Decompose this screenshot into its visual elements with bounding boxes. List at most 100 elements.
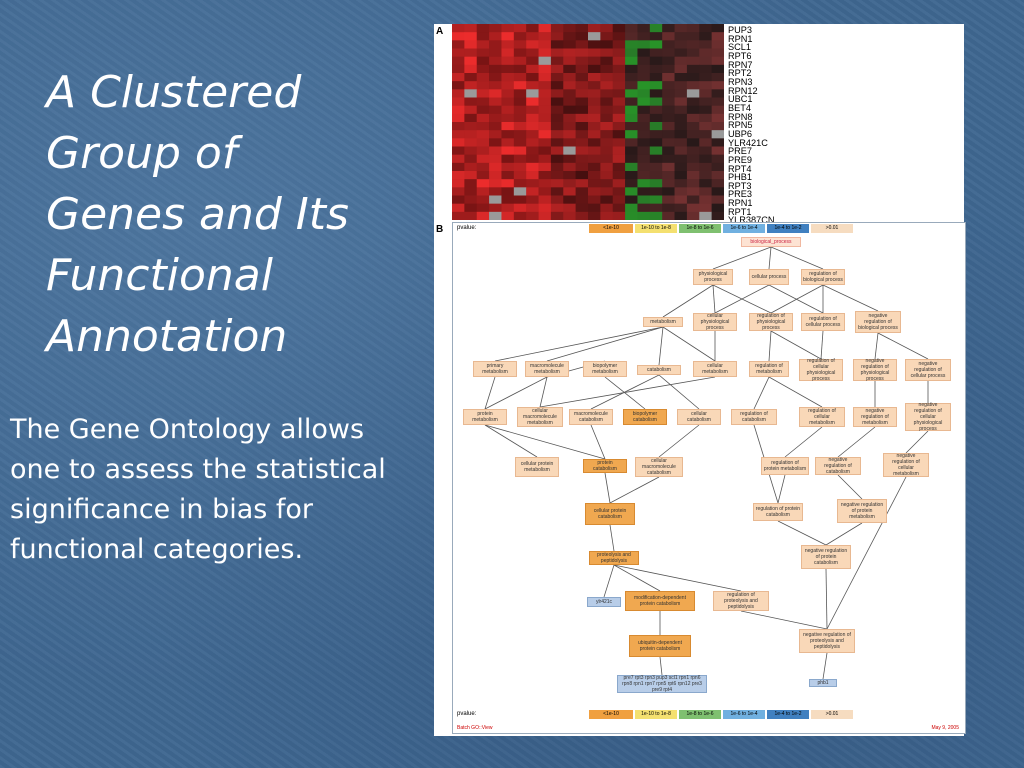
- heatmap-cell: [501, 48, 515, 57]
- heatmap-cell: [637, 81, 651, 90]
- heatmap-cell: [538, 113, 552, 123]
- heatmap-cell: [550, 179, 564, 188]
- heatmap-cell: [476, 130, 490, 139]
- go-node[interactable]: negative regulation of catabolism: [815, 457, 861, 475]
- heatmap-cell: [538, 24, 552, 33]
- heatmap-cell: [625, 195, 638, 204]
- go-node[interactable]: negative regulation of cellular metaboli…: [883, 453, 929, 477]
- go-node[interactable]: macromolecule metabolism: [525, 361, 569, 377]
- go-node[interactable]: negative regulation of physiological pro…: [853, 358, 897, 382]
- go-node[interactable]: negative regulation of protein metabolis…: [837, 499, 887, 523]
- go-node[interactable]: modification-dependent protein catabolis…: [625, 591, 695, 611]
- go-edge: [659, 656, 663, 676]
- go-node[interactable]: protein catabolism: [583, 459, 627, 473]
- go-edge: [822, 652, 828, 680]
- heatmap-cell: [649, 48, 663, 57]
- heatmap-cell: [550, 97, 564, 106]
- heatmap-cell: [625, 97, 638, 106]
- go-node[interactable]: cellular protein metabolism: [515, 457, 559, 477]
- heatmap-cell: [625, 56, 638, 66]
- go-node[interactable]: biopolymer catabolism: [623, 409, 667, 425]
- heatmap-cell: [662, 154, 675, 164]
- gene-label: RPT2: [728, 68, 752, 79]
- heatmap-cell: [563, 24, 576, 33]
- go-node[interactable]: regulation of cellular physiological pro…: [799, 358, 843, 382]
- heatmap-cell: [464, 32, 478, 41]
- go-node[interactable]: primary metabolism: [473, 361, 517, 377]
- heatmap-cell: [550, 122, 564, 131]
- go-node[interactable]: ylr421c: [587, 597, 621, 607]
- heatmap-cell: [476, 179, 490, 188]
- heatmap-cell: [550, 24, 564, 33]
- go-node[interactable]: macromolecule catabolism: [569, 409, 613, 425]
- heatmap-cell: [513, 130, 527, 139]
- heatmap-cell: [489, 162, 502, 172]
- go-node[interactable]: cellular protein catabolism: [585, 503, 635, 525]
- go-node[interactable]: phb1: [809, 679, 837, 687]
- go-node[interactable]: regulation of protein metabolism: [761, 457, 809, 475]
- go-node[interactable]: regulation of proteolysis and peptidolys…: [713, 591, 769, 611]
- heatmap-cell: [662, 81, 675, 90]
- heatmap-cell: [625, 154, 638, 164]
- go-node[interactable]: cellular macromolecule catabolism: [635, 457, 683, 477]
- go-node[interactable]: cellular physiological process: [693, 313, 737, 331]
- go-node[interactable]: negative regulation of cellular process: [905, 359, 951, 381]
- go-node[interactable]: regulation of protein catabolism: [753, 503, 803, 521]
- go-node[interactable]: pre7 rpt3 rpn3 pup3 scl1 rpn1 rpn6 rpn8 …: [617, 675, 707, 693]
- go-node[interactable]: catabolism: [637, 365, 681, 375]
- go-node[interactable]: proteolysis and peptidolysis: [589, 551, 639, 565]
- go-node[interactable]: cellular catabolism: [677, 409, 721, 425]
- heatmap-cell: [711, 105, 724, 115]
- heatmap-cell: [637, 203, 651, 213]
- gene-label: BET4: [728, 102, 751, 113]
- go-node[interactable]: negative regulation of metabolism: [853, 407, 897, 427]
- heatmap-cell: [501, 203, 515, 213]
- go-node[interactable]: cellular process: [749, 269, 789, 285]
- go-node[interactable]: regulation of physiological process: [749, 313, 793, 331]
- go-node[interactable]: metabolism: [643, 317, 683, 327]
- go-node[interactable]: negative regulation of cellular physiolo…: [905, 402, 951, 432]
- go-edge: [837, 426, 876, 458]
- go-node[interactable]: physiological process: [693, 269, 733, 285]
- heatmap-cell: [588, 138, 601, 147]
- heatmap-cell: [686, 24, 700, 33]
- go-node[interactable]: ubiquitin-dependent protein catabolism: [629, 635, 691, 657]
- heatmap-cell: [699, 171, 712, 180]
- go-node[interactable]: cellular macromolecule metabolism: [517, 407, 563, 427]
- heatmap-cell: [538, 97, 552, 106]
- go-node[interactable]: regulation of biological process: [801, 269, 845, 285]
- heatmap-cell: [489, 187, 502, 196]
- pvalue-bin: 1e-8 to 1e-6: [679, 710, 721, 719]
- heatmap-cell: [600, 179, 614, 188]
- heatmap-cell: [452, 56, 465, 66]
- go-node[interactable]: biopolymer metabolism: [583, 361, 627, 377]
- heatmap-cell: [550, 187, 564, 196]
- heatmap-cell: [637, 32, 651, 41]
- go-node[interactable]: negative regulation of biological proces…: [855, 311, 901, 333]
- heatmap-cell: [674, 187, 688, 196]
- go-node[interactable]: regulation of cellular process: [801, 313, 845, 331]
- heatmap-cell: [600, 89, 614, 98]
- go-edge: [770, 284, 824, 314]
- go-node[interactable]: protein metabolism: [463, 409, 507, 425]
- heatmap-cell: [513, 146, 527, 155]
- heatmap-cell: [489, 73, 502, 82]
- go-node[interactable]: biological_process: [741, 237, 801, 247]
- heatmap-cell: [699, 154, 712, 164]
- heatmap-cell: [686, 64, 700, 74]
- go-node[interactable]: negative regulation of proteolysis and p…: [799, 629, 855, 653]
- go-node[interactable]: regulation of catabolism: [731, 409, 777, 425]
- pvalue-legend-top: pvalue: <1e-10 1e-10 to 1e-8 1e-8 to 1e-…: [453, 223, 965, 235]
- go-node[interactable]: regulation of cellular metabolism: [799, 407, 845, 427]
- go-node[interactable]: regulation of metabolism: [749, 361, 789, 377]
- go-node[interactable]: cellular metabolism: [693, 361, 737, 377]
- heatmap-cell: [501, 105, 515, 115]
- heatmap-cell: [526, 24, 539, 33]
- heatmap-cell: [489, 32, 502, 41]
- heatmap-cell: [526, 162, 539, 172]
- heatmap-cell: [612, 122, 626, 131]
- go-node[interactable]: negative regulation of protein catabolis…: [801, 545, 851, 569]
- heatmap-cell: [612, 24, 626, 33]
- heatmap-cell: [686, 56, 700, 66]
- heatmap-cell: [513, 113, 527, 123]
